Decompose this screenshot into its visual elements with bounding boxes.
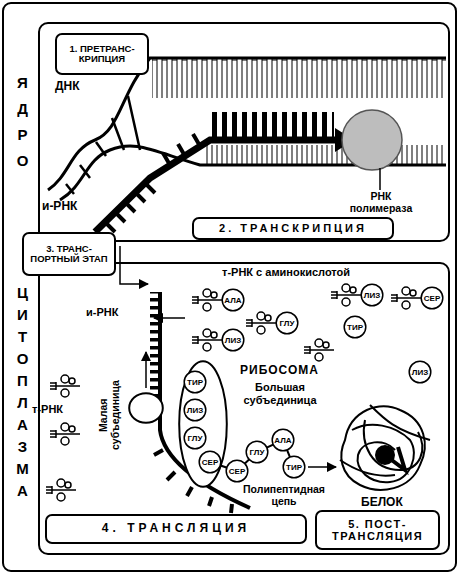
outline	[129, 393, 163, 423]
part-label: т-РНК	[32, 403, 63, 416]
stage-title: 4. ТРАНСЛЯЦИЯ	[102, 522, 250, 535]
dna-helix	[48, 58, 446, 200]
outline	[226, 460, 248, 482]
amino-acid: СЕР	[198, 450, 222, 474]
direction-arrow	[154, 317, 185, 319]
amino-acid-label: ГЛУ	[280, 319, 295, 328]
amino-acid-label: СЕР	[424, 294, 440, 303]
part-label: БЕЛОК	[361, 496, 403, 510]
subunit-outline	[128, 392, 164, 424]
amino-acid: ЛИЗ	[360, 283, 384, 307]
amino-acid-label: ЛИЗ	[412, 368, 428, 377]
ribosome-label: РИБОСОМА	[240, 364, 319, 378]
amino-acid: ГЛУ	[245, 440, 269, 464]
amino-acid: ТИР	[282, 455, 306, 479]
outline	[409, 361, 431, 383]
direction-arrow	[145, 352, 147, 388]
stage-title: 2. ТРАНСКРИПЦИЯ	[219, 222, 367, 234]
amino-acid-label: ЛИЗ	[225, 336, 241, 345]
ribosome-small-subunit: Малая субъединица	[128, 392, 164, 424]
mrna-strand	[150, 292, 250, 513]
stage-box: 3. ТРАНС- ПОРТНЫЙ ЭТАП	[22, 232, 116, 276]
part-label: т-РНК с аминокислотой	[222, 266, 350, 279]
amino-acid: ГЛУ	[275, 311, 299, 335]
amino-acid: ЛИЗ	[183, 398, 207, 422]
leader-line	[379, 168, 381, 190]
amino-acid-label: ЛИЗ	[187, 406, 203, 415]
amino-acid-label: ТИР	[347, 323, 363, 332]
stage-title: 1. ПРЕТРАНС- КРИПЦИЯ	[57, 44, 147, 65]
stage-title: 3. ТРАНС- ПОРТНЫЙ ЭТАП	[24, 244, 114, 265]
amino-acid-label: ТИР	[187, 378, 203, 387]
outline	[246, 441, 268, 463]
rna-polymerase	[342, 110, 402, 170]
protein-globule	[340, 405, 430, 490]
outline	[179, 361, 227, 487]
outer-frame	[3, 3, 456, 571]
amino-acid-label: АЛА	[224, 296, 241, 305]
outline	[361, 284, 383, 306]
amino-acid: ЛИЗ	[408, 360, 432, 384]
outline	[421, 287, 443, 309]
amino-acid: АЛА	[271, 428, 295, 452]
region-label: ЯДРО	[14, 74, 31, 178]
part-label: и-РНК	[86, 306, 118, 319]
amino-acid: АЛА	[221, 288, 245, 312]
amino-acid: ТИР	[183, 370, 207, 394]
amino-acid: ТИР	[343, 315, 367, 339]
amino-acid: ГЛУ	[183, 426, 207, 450]
amino-acid: ЛИЗ	[221, 328, 245, 352]
cell-region: ЦИТОПЛАЗМААЛАЛИЗСЕРГЛУТИРЛИЗЛИЗРИБОСОМАБ…	[38, 262, 450, 555]
outline	[184, 371, 206, 393]
region-label: ЦИТОПЛАЗМА	[14, 284, 31, 504]
part-label: РНК полимераза	[345, 190, 417, 214]
part-label: и-РНК	[42, 200, 77, 214]
outline	[199, 451, 221, 473]
amino-acid-label: АЛА	[274, 436, 291, 445]
part-label: ДНК	[55, 80, 80, 94]
ribosome-large-subunit: РИБОСОМАБольшая субъединицаТИРЛИЗГЛУСЕР	[178, 360, 228, 488]
outline	[222, 289, 244, 311]
stage-title: 5. ПОСТ- ТРАНСЛЯЦИЯ	[317, 518, 438, 542]
amino-acid-label: ЛИЗ	[364, 291, 380, 300]
amino-acid-label: СЕР	[202, 458, 218, 467]
outline	[184, 427, 206, 449]
stage-box: 5. ПОСТ- ТРАНСЛЯЦИЯ	[315, 510, 440, 550]
amino-acid-label: ГЛУ	[188, 434, 203, 443]
amino-acid-label: ТИР	[286, 463, 302, 472]
mrna-strand	[95, 112, 354, 232]
amino-acid: СЕР	[225, 459, 249, 483]
amino-acid-label: ГЛУ	[250, 448, 265, 457]
subunit-label: Малая субъединица	[98, 370, 121, 460]
outline	[184, 399, 206, 421]
outline	[276, 312, 298, 334]
part-label: Полипептидная цепь	[240, 483, 328, 507]
ribosome-label: Большая субъединица	[240, 381, 320, 406]
trna-symbol	[46, 284, 421, 501]
outline	[344, 316, 366, 338]
amino-acid-label: СЕР	[229, 467, 245, 476]
amino-acid: СЕР	[420, 286, 444, 310]
outline	[222, 329, 244, 351]
outline	[283, 456, 305, 478]
transport-arrow	[120, 246, 148, 284]
stage-box: 2. ТРАНСКРИПЦИЯ	[192, 217, 394, 240]
direction-arrow	[308, 466, 336, 468]
stage-box: 4. ТРАНСЛЯЦИЯ	[45, 514, 307, 544]
outline	[272, 429, 294, 451]
stage-box: 1. ПРЕТРАНС- КРИПЦИЯ	[55, 33, 149, 75]
